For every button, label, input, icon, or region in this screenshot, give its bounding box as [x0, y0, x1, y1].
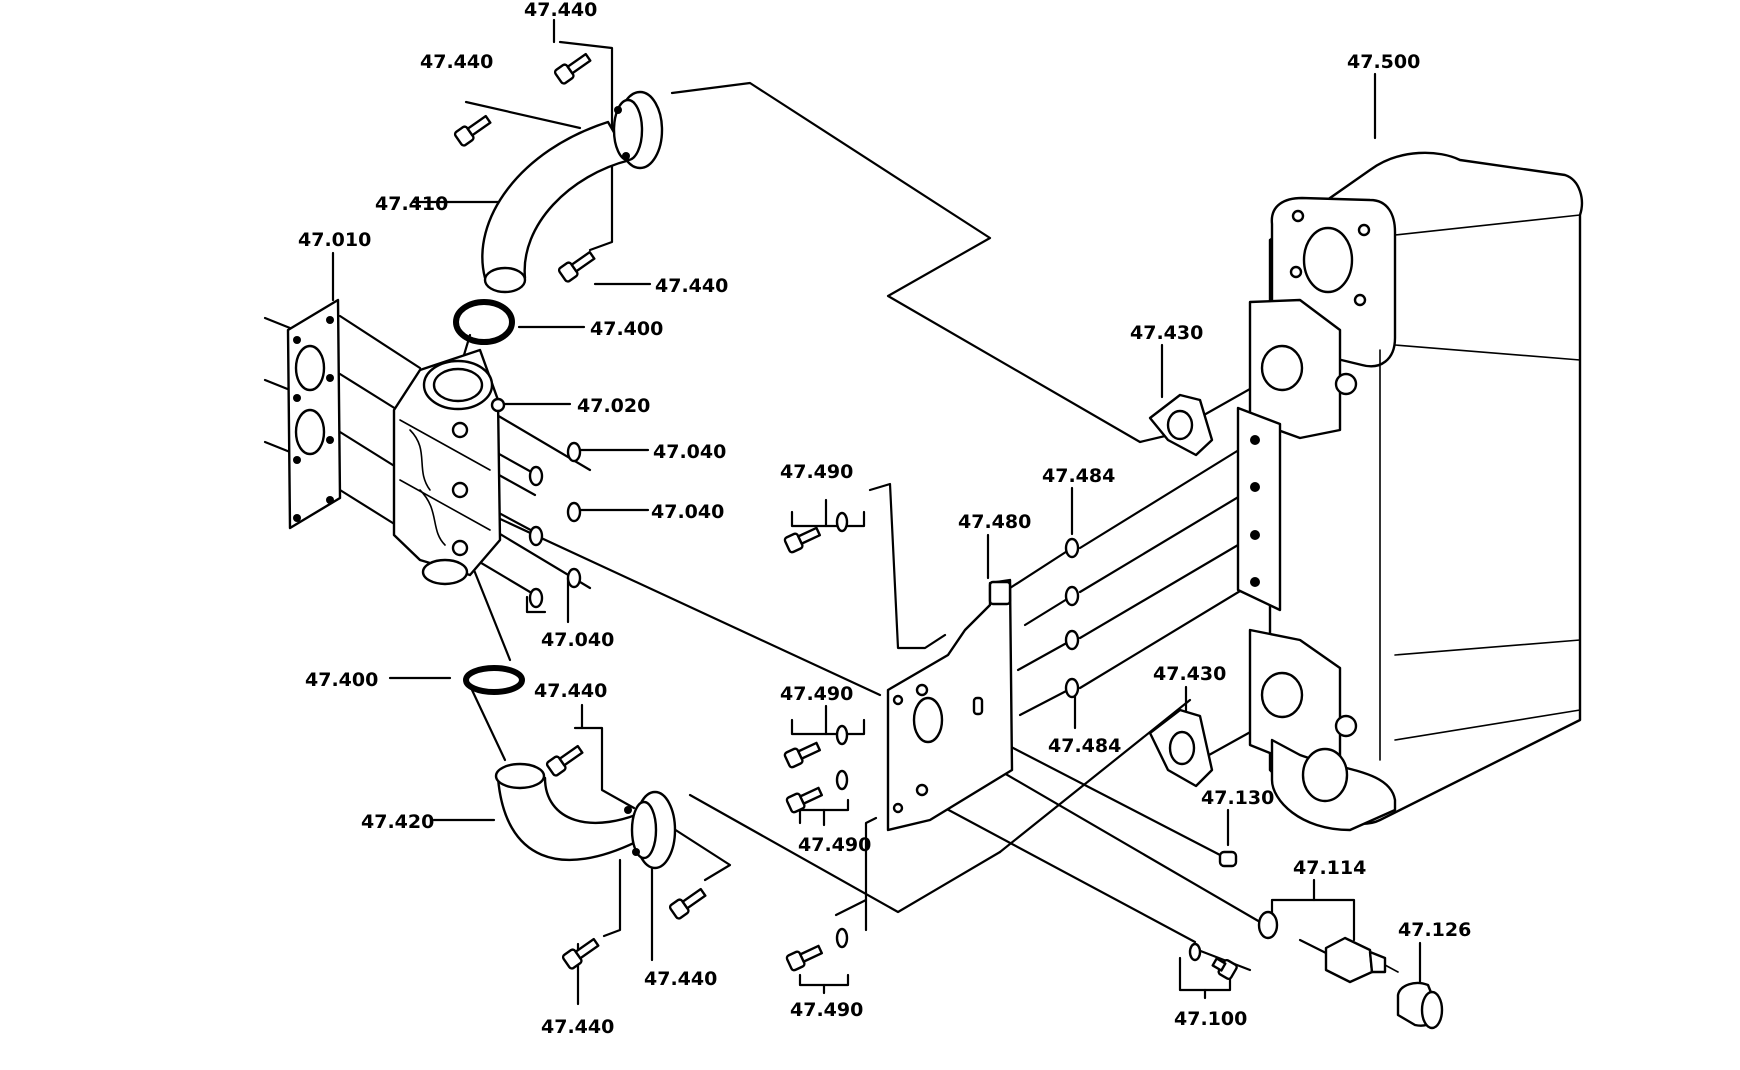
gasket-47430-upper	[1148, 393, 1214, 457]
label-47440: 47.440	[524, 0, 597, 21]
bolt-icons-47440	[453, 52, 707, 970]
label-47500: 47.500	[1347, 51, 1420, 73]
label-47040: 47.040	[541, 629, 614, 651]
part-labels: 47.440 47.440 47.410 47.010 47.440 47.40…	[298, 0, 1471, 1038]
plug-47130	[1218, 850, 1238, 868]
o-ring-lower	[463, 665, 525, 695]
label-47020: 47.020	[577, 395, 650, 417]
label-47400: 47.400	[590, 318, 663, 340]
label-47490: 47.490	[780, 461, 853, 483]
label-47410: 47.410	[375, 193, 448, 215]
oil-cooler-47500	[1236, 151, 1584, 832]
gasket-47430-lower	[1148, 708, 1214, 788]
label-47040: 47.040	[653, 441, 726, 463]
o-ring-upper	[453, 299, 515, 345]
label-47430: 47.430	[1153, 663, 1226, 685]
label-47484: 47.484	[1048, 735, 1121, 757]
label-47440: 47.440	[541, 1016, 614, 1038]
sensor-47114	[1257, 910, 1399, 984]
label-47400: 47.400	[305, 669, 378, 691]
label-47130: 47.130	[1201, 787, 1274, 809]
washer-bolt-47100	[1188, 942, 1238, 981]
label-47480: 47.480	[958, 511, 1031, 533]
manifold-47020	[392, 348, 506, 586]
upper-pipe-47410	[481, 90, 664, 294]
cap-47126	[1396, 981, 1444, 1030]
label-47100: 47.100	[1174, 1008, 1247, 1030]
label-47010: 47.010	[298, 229, 371, 251]
lower-pipe-47420	[494, 762, 677, 870]
label-47440: 47.440	[644, 968, 717, 990]
label-47126: 47.126	[1398, 919, 1471, 941]
label-47420: 47.420	[361, 811, 434, 833]
washer-icons-47040	[528, 441, 582, 609]
label-47490: 47.490	[798, 834, 871, 856]
washer-icons-47484	[1064, 537, 1080, 699]
label-47440: 47.440	[420, 51, 493, 73]
gasket-47010	[286, 298, 342, 530]
label-47440: 47.440	[655, 275, 728, 297]
label-47490: 47.490	[780, 683, 853, 705]
label-47040: 47.040	[651, 501, 724, 523]
plate-47480	[886, 578, 1014, 832]
label-47430: 47.430	[1130, 322, 1203, 344]
bolt-washer-icons-47490	[783, 511, 849, 972]
label-47114: 47.114	[1293, 857, 1366, 879]
label-47484: 47.484	[1042, 465, 1115, 487]
label-47440: 47.440	[534, 680, 607, 702]
label-47490: 47.490	[790, 999, 863, 1021]
